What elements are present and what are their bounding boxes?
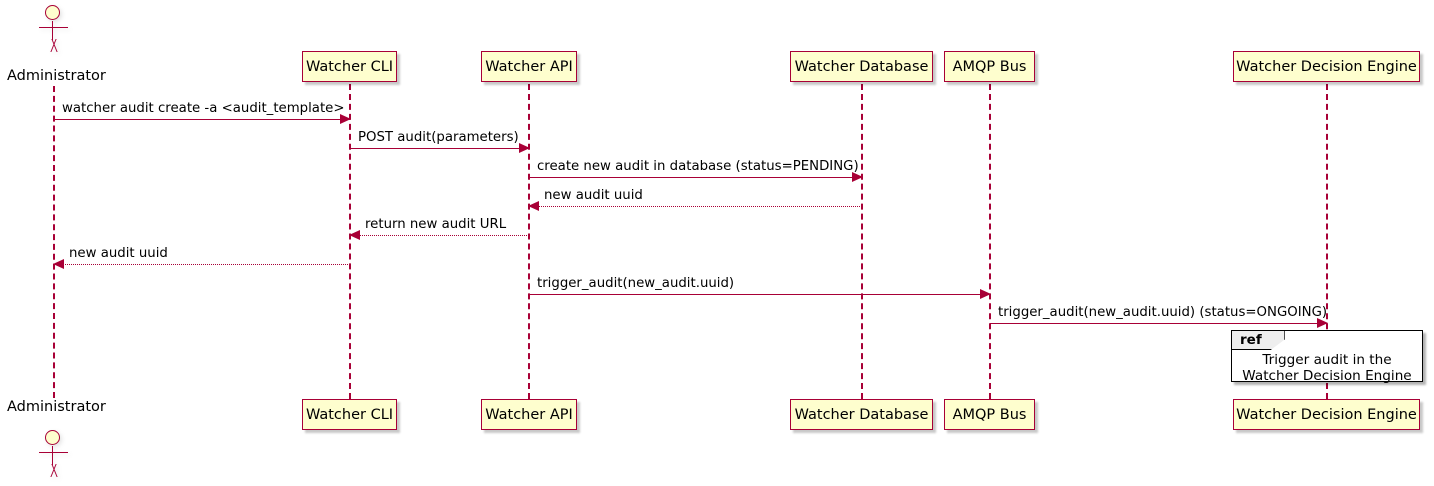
- message-1-line: [54, 119, 350, 120]
- message-1-label: watcher audit create -a <audit_template>: [62, 101, 345, 116]
- message-4-line: [529, 206, 862, 207]
- lifeline-administrator: [53, 86, 55, 398]
- message-4-label: new audit uuid: [544, 188, 643, 203]
- actor-administrator-bottom[interactable]: [34, 430, 74, 480]
- message-8-arrowhead-icon: [1317, 318, 1328, 328]
- participant-box-watcher-cli-top[interactable]: Watcher CLI: [302, 51, 397, 82]
- lifeline-watcher-cli: [349, 84, 351, 399]
- message-7-label: trigger_audit(new_audit.uuid): [537, 276, 735, 291]
- message-7-line: [529, 294, 990, 295]
- message-5-arrowhead-icon: [349, 230, 360, 240]
- actor-head-icon: [45, 5, 60, 20]
- participant-box-watcher-database-bottom[interactable]: Watcher Database: [790, 399, 933, 430]
- message-3-arrowhead-icon: [852, 172, 863, 182]
- message-5-line: [350, 235, 529, 236]
- ref-fragment-line-2: Watcher Decision Engine: [1242, 368, 1412, 384]
- actor-head-icon: [45, 430, 60, 445]
- message-1-arrowhead-icon: [340, 114, 351, 124]
- lifeline-amqp-bus: [989, 84, 991, 399]
- message-8-label: trigger_audit(new_audit.uuid) (status=ON…: [998, 305, 1328, 320]
- actor-arms-icon: [39, 27, 68, 28]
- actor-body-icon: [52, 21, 54, 40]
- ref-fragment[interactable]: ref Trigger audit in the Watcher Decisio…: [1231, 330, 1423, 384]
- participant-box-watcher-decision-engine-bottom[interactable]: Watcher Decision Engine: [1233, 399, 1420, 430]
- message-3-line: [529, 177, 862, 178]
- message-7-arrowhead-icon: [980, 289, 991, 299]
- message-2-arrowhead-icon: [519, 143, 530, 153]
- participant-box-watcher-cli-bottom[interactable]: Watcher CLI: [302, 399, 397, 430]
- actor-label-administrator-top: Administrator: [7, 68, 106, 84]
- participant-label-watcher-api-bottom: Watcher API: [485, 406, 573, 423]
- ref-fragment-body: Trigger audit in the Watcher Decision En…: [1232, 352, 1422, 384]
- participant-label-watcher-database-bottom: Watcher Database: [794, 406, 929, 423]
- lifeline-watcher-api: [528, 84, 530, 399]
- ref-fragment-line-1: Trigger audit in the: [1262, 352, 1392, 368]
- participant-box-watcher-database-top[interactable]: Watcher Database: [790, 51, 933, 82]
- message-6-arrowhead-icon: [53, 259, 64, 269]
- participant-label-watcher-database-top: Watcher Database: [794, 58, 929, 75]
- participant-label-amqp-bus-top: AMQP Bus: [952, 58, 1027, 75]
- participant-box-watcher-api-bottom[interactable]: Watcher API: [481, 399, 577, 430]
- actor-label-administrator-bottom: Administrator: [7, 399, 106, 415]
- participant-label-watcher-decision-engine-top: Watcher Decision Engine: [1236, 58, 1417, 75]
- participant-box-watcher-decision-engine-top[interactable]: Watcher Decision Engine: [1233, 51, 1420, 82]
- ref-fragment-operator-label: ref: [1240, 332, 1262, 348]
- participant-label-watcher-decision-engine-bottom: Watcher Decision Engine: [1236, 406, 1417, 423]
- message-4-arrowhead-icon: [528, 201, 539, 211]
- participant-box-amqp-bus-top[interactable]: AMQP Bus: [944, 51, 1035, 82]
- message-5-label: return new audit URL: [365, 217, 507, 232]
- message-2-label: POST audit(parameters): [358, 130, 519, 145]
- participant-label-amqp-bus-bottom: AMQP Bus: [952, 406, 1027, 423]
- ref-fragment-operator-tab: ref: [1232, 331, 1285, 350]
- lifeline-watcher-decision-engine: [1326, 84, 1328, 399]
- participant-box-watcher-api-top[interactable]: Watcher API: [481, 51, 577, 82]
- message-2-line: [350, 148, 529, 149]
- participant-label-watcher-cli-bottom: Watcher CLI: [305, 406, 394, 423]
- participant-label-watcher-cli-top: Watcher CLI: [305, 58, 394, 75]
- actor-administrator-top[interactable]: [34, 5, 74, 55]
- participant-box-amqp-bus-bottom[interactable]: AMQP Bus: [944, 399, 1035, 430]
- message-3-label: create new audit in database (status=PEN…: [537, 159, 859, 174]
- actor-arms-icon: [39, 452, 68, 453]
- lifeline-watcher-database: [861, 84, 863, 399]
- participant-label-watcher-api-top: Watcher API: [485, 58, 573, 75]
- message-6-label: new audit uuid: [69, 246, 168, 261]
- message-8-line: [990, 323, 1327, 324]
- message-6-line: [54, 264, 350, 265]
- actor-body-icon: [52, 446, 54, 465]
